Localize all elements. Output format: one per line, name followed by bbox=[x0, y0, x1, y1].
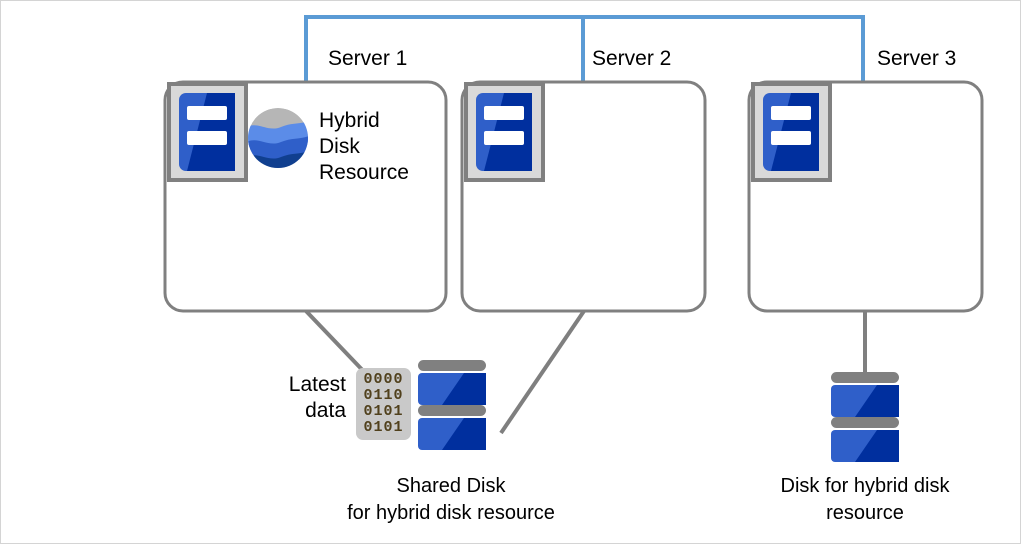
shared-disk-caption: Shared Disk for hybrid disk resource bbox=[299, 473, 603, 527]
shared-disk-caption-line-1: Shared Disk bbox=[396, 475, 506, 497]
latest-data-label: Latest data bbox=[246, 372, 346, 424]
latest-data-bit-row-1: 0000 bbox=[363, 371, 404, 388]
latest-data-bit-row-3: 0101 bbox=[363, 403, 404, 420]
globe-logo-icon bbox=[248, 108, 308, 168]
server-icon-3 bbox=[751, 82, 832, 182]
shared-disk-icon[interactable] bbox=[418, 360, 486, 450]
server-title-3: Server 3 bbox=[877, 47, 957, 70]
hybrid-disk-icon[interactable] bbox=[831, 372, 899, 462]
server-title-1: Server 1 bbox=[328, 47, 408, 70]
latest-data-label-line-1: Latest bbox=[288, 373, 346, 396]
latest-data-bits: 0000 0110 0101 0101 bbox=[356, 372, 411, 436]
server-group-bracket bbox=[304, 15, 865, 81]
hybrid-disk-caption-line-2: resource bbox=[826, 502, 904, 524]
server-icon-2 bbox=[464, 82, 545, 182]
hybrid-disk-resource-label-line-2: Disk bbox=[319, 135, 360, 158]
latest-data-bit-row-4: 0101 bbox=[363, 419, 404, 436]
server-title-2: Server 2 bbox=[592, 47, 672, 70]
hybrid-disk-resource-label-line-3: Resource bbox=[319, 161, 409, 184]
server-icon-1 bbox=[167, 82, 248, 182]
latest-data-bit-row-2: 0110 bbox=[363, 387, 404, 404]
latest-data-label-line-2: data bbox=[305, 399, 346, 422]
hybrid-disk-resource-label: Hybrid Disk Resource bbox=[319, 108, 409, 186]
latest-data-block bbox=[356, 368, 411, 440]
hybrid-disk-caption: Disk for hybrid disk resource bbox=[745, 473, 985, 527]
hybrid-disk-resource-label-line-1: Hybrid bbox=[319, 109, 380, 132]
shared-disk-caption-line-2: for hybrid disk resource bbox=[347, 502, 555, 524]
connector-lines bbox=[304, 309, 867, 435]
hybrid-disk-caption-line-1: Disk for hybrid disk bbox=[780, 475, 950, 497]
